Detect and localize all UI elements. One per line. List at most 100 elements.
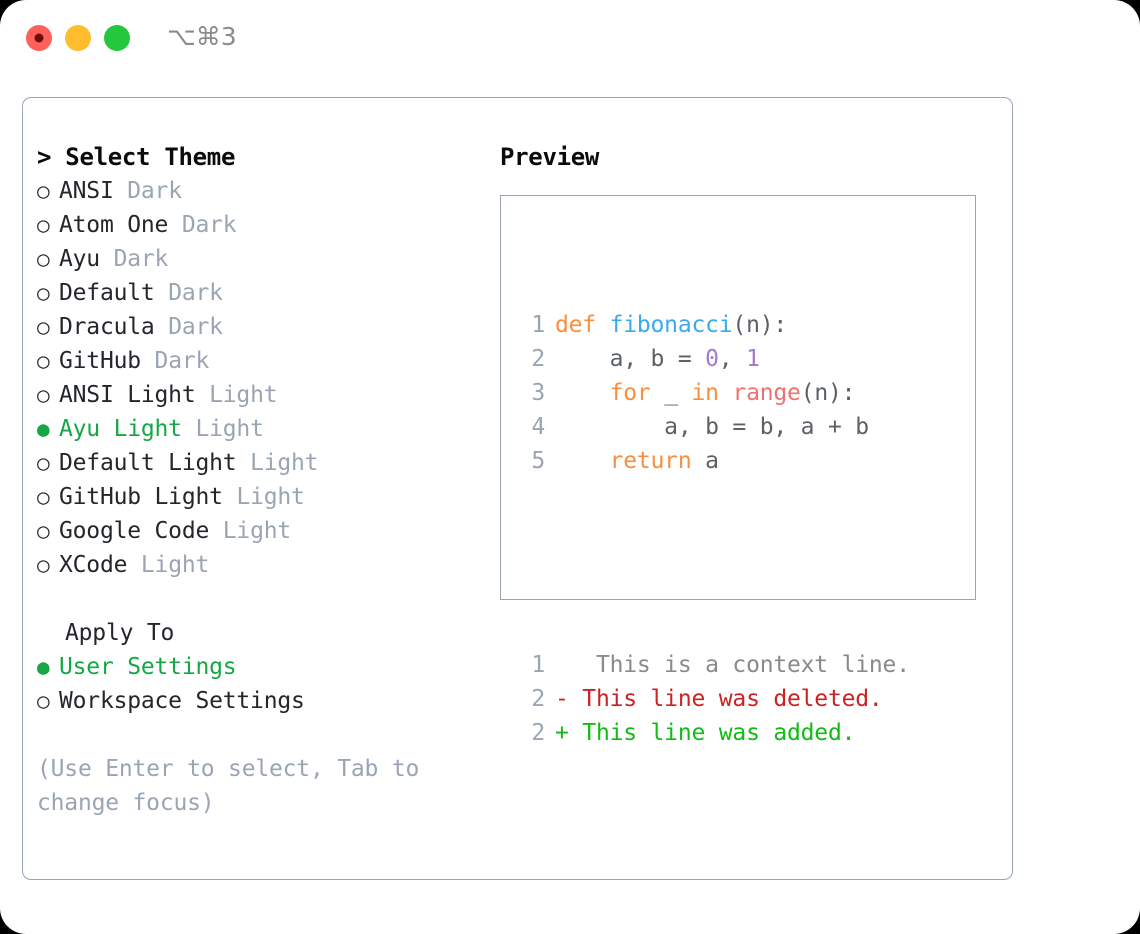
theme-option-xcode[interactable]: ○ XCode Light xyxy=(37,548,467,582)
theme-variant-badge: Light xyxy=(250,450,319,476)
theme-option-ansi[interactable]: ○ ANSI Dark xyxy=(37,174,467,208)
theme-name: Ayu Light xyxy=(59,416,182,442)
radio-unselected-icon: ○ xyxy=(37,553,50,577)
code-token: (n): xyxy=(732,312,788,338)
theme-variant-badge: Dark xyxy=(154,348,210,374)
theme-variant-badge: Dark xyxy=(168,280,223,306)
minimize-dot-icon[interactable] xyxy=(65,25,91,51)
radio-unselected-icon: ○ xyxy=(37,315,50,339)
diff-text: This line was deleted. xyxy=(568,686,883,712)
apply-to-option-workspace-settings[interactable]: ○ Workspace Settings xyxy=(37,684,467,718)
theme-option-atom-one[interactable]: ○ Atom One Dark xyxy=(37,208,467,242)
code-token: 1 xyxy=(746,346,760,372)
radio-unselected-icon: ○ xyxy=(37,247,50,271)
radio-unselected-icon: ○ xyxy=(37,519,50,543)
radio-unselected-icon: ○ xyxy=(37,179,50,203)
theme-name: GitHub Light xyxy=(59,484,223,510)
line-number: 5 xyxy=(531,448,545,474)
line-number: 1 xyxy=(531,312,545,338)
apply-to-list: ● User Settings ○ Workspace Settings xyxy=(37,650,467,718)
theme-option-dracula[interactable]: ○Dracula Dark xyxy=(37,310,467,344)
section-spacer xyxy=(37,582,467,616)
line-number: 1 xyxy=(531,652,545,678)
theme-option-default[interactable]: ○ Default Dark xyxy=(37,276,467,310)
diff-line-add: 2 + This line was added. xyxy=(517,716,910,750)
theme-variant-badge: Light xyxy=(140,552,210,578)
line-number: 2 xyxy=(531,720,545,746)
theme-variant-badge: Light xyxy=(222,518,292,544)
theme-variant-badge: Light xyxy=(195,416,264,442)
radio-selected-icon: ● xyxy=(37,655,50,679)
theme-name: Default Light xyxy=(59,450,237,476)
theme-option-google-code[interactable]: ○Google Code Light xyxy=(37,514,467,548)
code-token: 0 xyxy=(705,346,719,372)
theme-option-default-light[interactable]: ○Default Light Light xyxy=(37,446,467,480)
code-token: a, b = b, a + b xyxy=(555,414,869,440)
theme-name: Ayu xyxy=(59,246,100,272)
maximize-dot-icon[interactable] xyxy=(104,25,130,51)
code-line: 5 return a xyxy=(517,444,910,478)
main-frame: > Select Theme ○ANSI Dark○Atom One Dark○… xyxy=(22,97,1013,880)
apply-to-option-user-settings[interactable]: ● User Settings xyxy=(37,650,467,684)
code-token: range xyxy=(732,380,801,406)
code-blank-line xyxy=(517,546,910,580)
code-line: 2 a, b = 0, 1 xyxy=(517,342,910,376)
code-token: a, b = xyxy=(555,346,706,372)
radio-selected-icon: ● xyxy=(37,417,50,441)
code-line: 3 for _ in range(n): xyxy=(517,376,910,410)
radio-unselected-icon: ○ xyxy=(37,281,50,305)
theme-variant-badge: Dark xyxy=(181,212,237,238)
apply-to-name: User Settings xyxy=(59,654,237,680)
code-token xyxy=(555,448,610,474)
diff-text: This is a context line. xyxy=(568,652,910,678)
diff-marker: + xyxy=(555,720,569,746)
diff-text: This line was added. xyxy=(568,720,856,746)
diff-block: 1 This is a context line. 2- This line wa… xyxy=(517,648,910,750)
code-token: def xyxy=(555,312,610,338)
radio-unselected-icon: ○ xyxy=(37,383,50,407)
radio-unselected-icon: ○ xyxy=(37,349,50,373)
code-line: 1 def fibonacci(n): xyxy=(517,308,910,342)
close-dot-icon[interactable] xyxy=(26,25,52,51)
theme-name: ANSI xyxy=(59,178,114,204)
theme-option-github[interactable]: ○ GitHub Dark xyxy=(37,344,467,378)
diff-marker xyxy=(555,652,569,678)
radio-unselected-icon: ○ xyxy=(37,485,50,509)
theme-selector-column: > Select Theme ○ANSI Dark○Atom One Dark○… xyxy=(37,140,467,820)
radio-unselected-icon: ○ xyxy=(37,689,50,713)
select-theme-prompt: > Select Theme xyxy=(37,143,236,171)
theme-name: XCode xyxy=(59,552,128,578)
theme-name: Dracula xyxy=(59,314,155,340)
code-token: a xyxy=(691,448,719,474)
line-number: 3 xyxy=(531,380,545,406)
code-token: (n): xyxy=(800,380,856,406)
diff-marker: - xyxy=(555,686,569,712)
diff-line-ctx: 1 This is a context line. xyxy=(517,648,910,682)
radio-unselected-icon: ○ xyxy=(37,213,50,237)
apply-to-name: Workspace Settings xyxy=(59,688,305,714)
theme-list: ○ANSI Dark○Atom One Dark○Ayu Dark○Defaul… xyxy=(37,174,467,582)
apply-to-label: Apply To xyxy=(65,620,175,646)
keyboard-shortcut-label: ⌥⌘3 xyxy=(167,22,237,51)
theme-option-ansi-light[interactable]: ○ANSI Light Light xyxy=(37,378,467,412)
theme-variant-badge: Dark xyxy=(127,178,182,204)
code-line: 4 a, b = b, a + b xyxy=(517,410,910,444)
code-token: for xyxy=(609,380,651,406)
theme-variant-badge: Dark xyxy=(113,246,169,272)
theme-option-github-light[interactable]: ○ GitHub Light Light xyxy=(37,480,467,514)
traffic-lights xyxy=(26,25,130,51)
theme-name: Default xyxy=(59,280,155,306)
keyboard-hint: (Use Enter to select, Tab to change focu… xyxy=(37,756,420,816)
theme-option-ayu-light[interactable]: ● Ayu Light Light xyxy=(37,412,467,446)
code-token: fibonacci xyxy=(609,312,733,338)
theme-option-ayu[interactable]: ○ Ayu Dark xyxy=(37,242,467,276)
theme-name: GitHub xyxy=(59,348,141,374)
theme-name: Atom One xyxy=(59,212,169,238)
preview-title: Preview xyxy=(500,143,600,171)
theme-variant-badge: Light xyxy=(236,484,305,510)
